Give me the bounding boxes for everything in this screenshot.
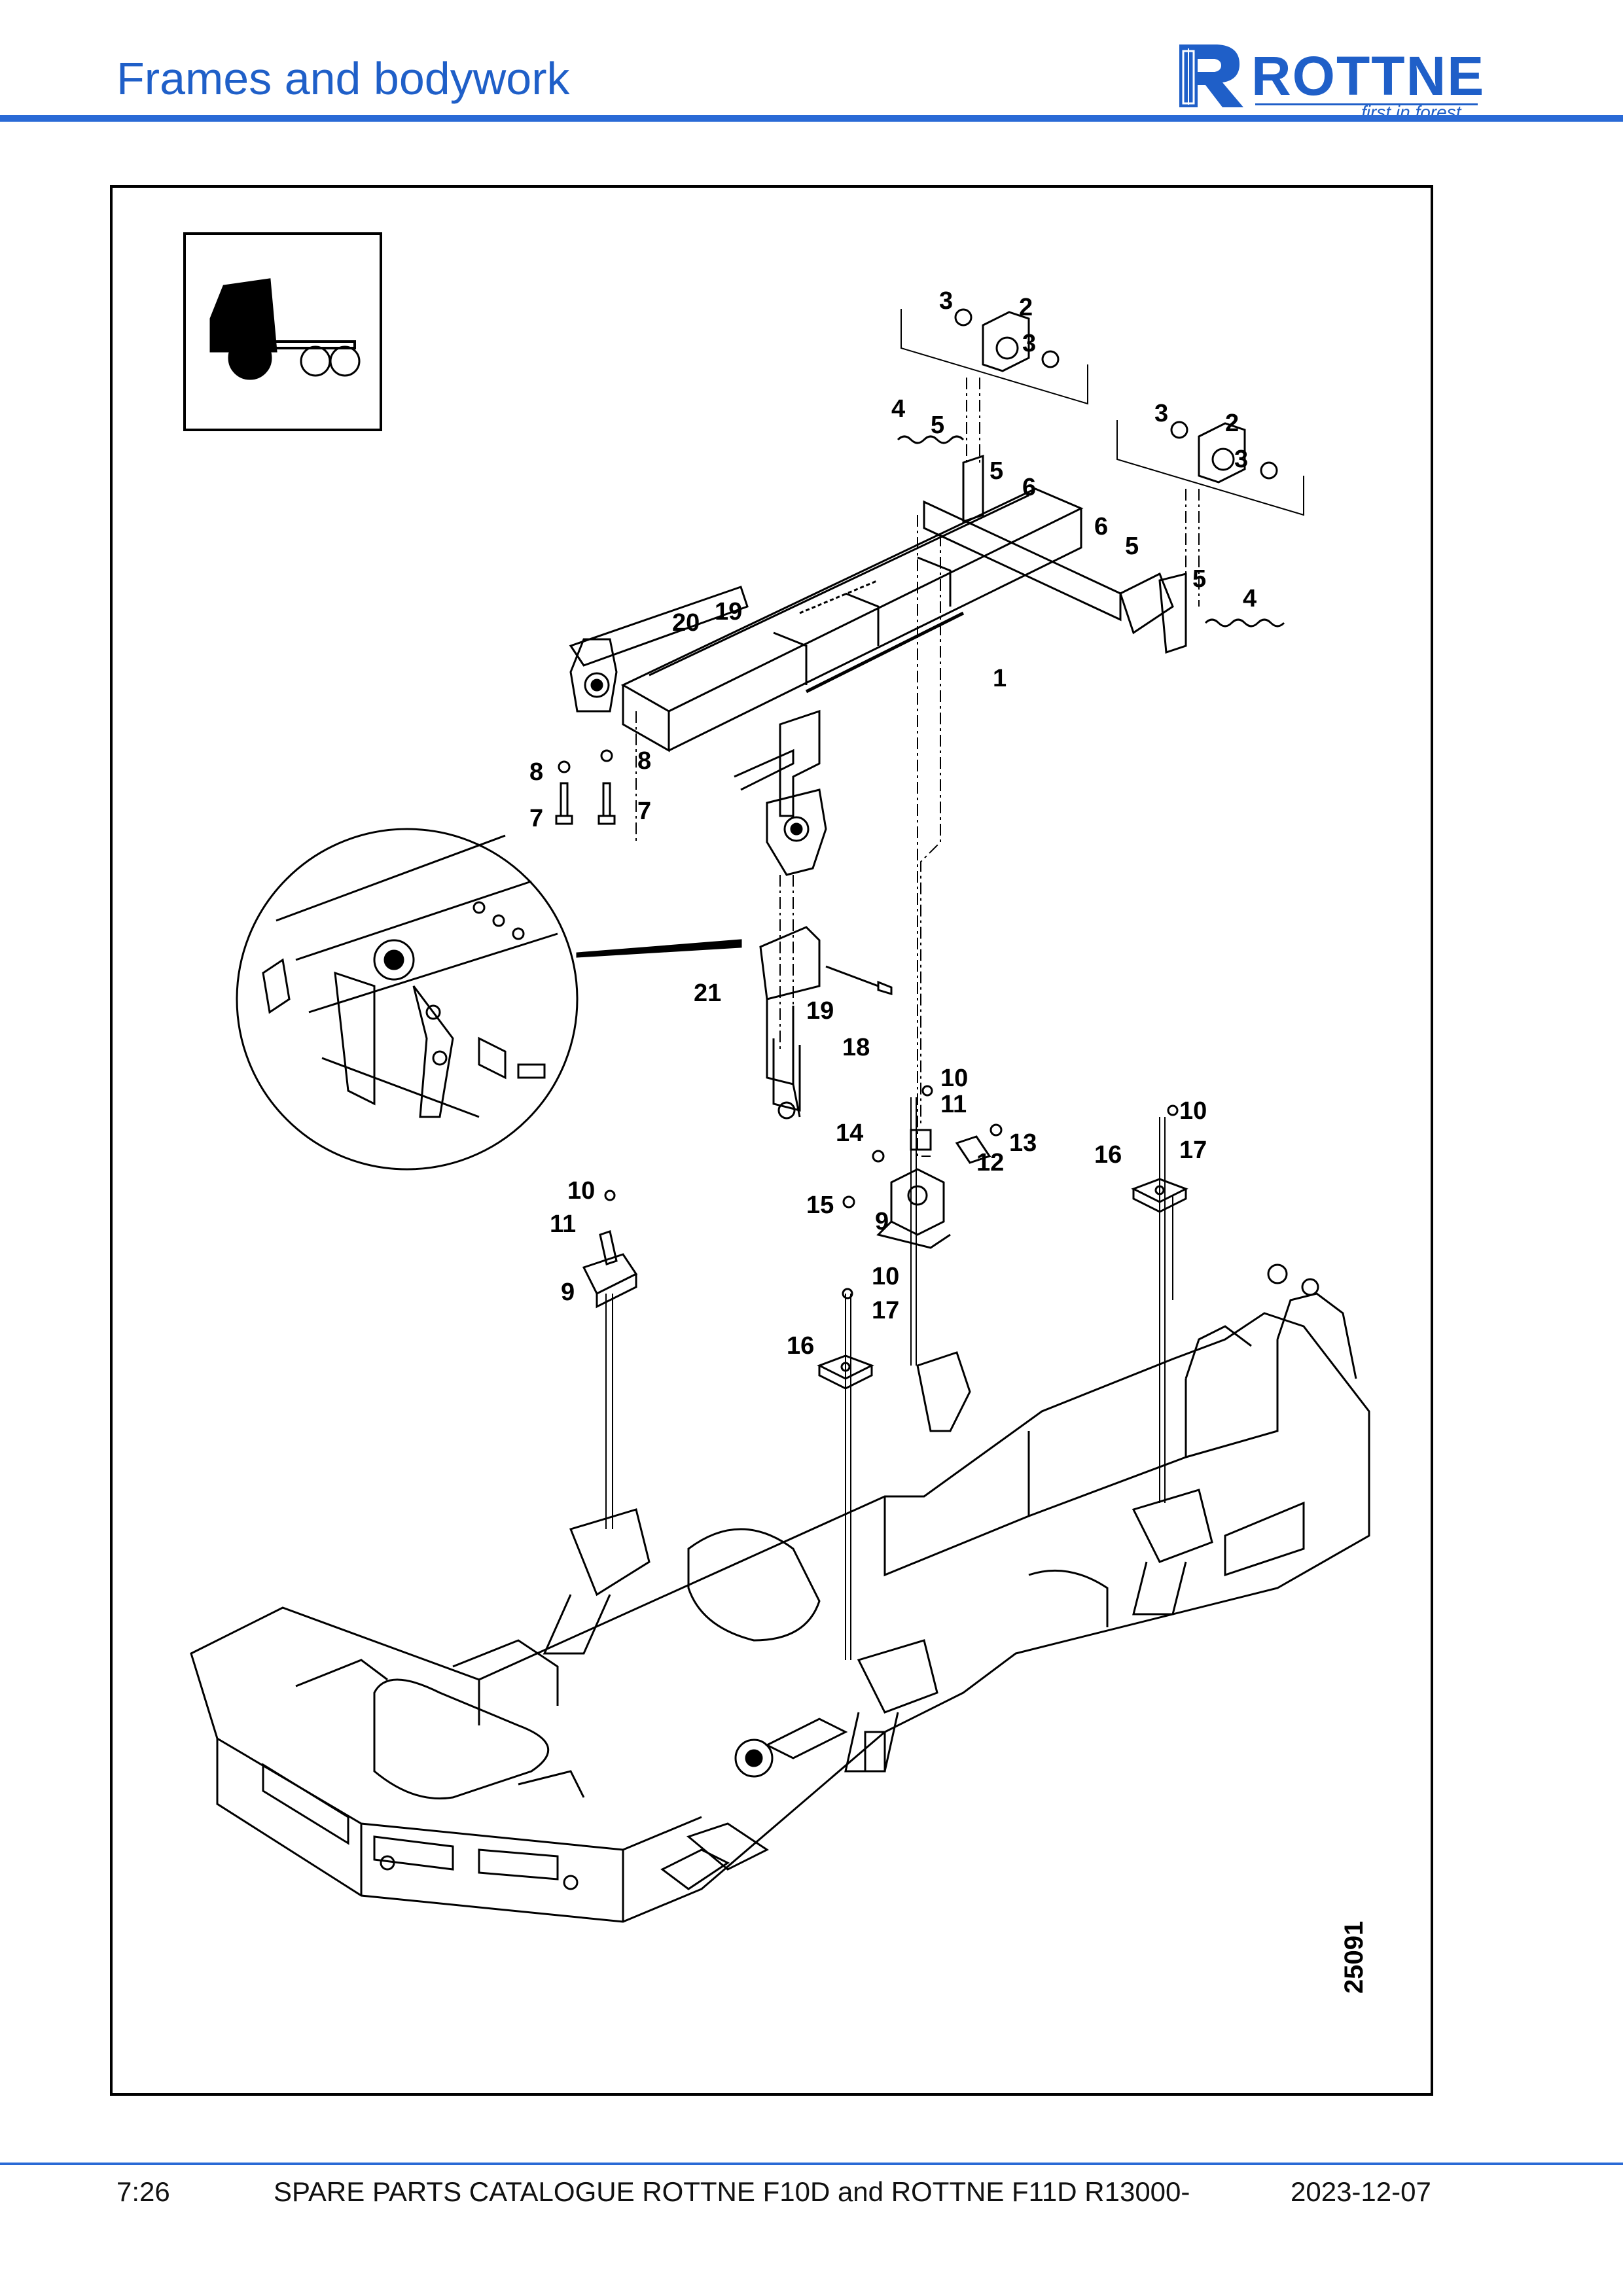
detail-pointer-wedge	[576, 939, 742, 958]
callout-label: 5	[1192, 565, 1206, 593]
callout-label: 3	[1234, 446, 1248, 473]
forwarder-pictogram-icon	[209, 278, 361, 380]
callout-label: 1	[993, 665, 1007, 692]
machine-pictogram-box	[183, 232, 382, 431]
callout-label: 17	[1179, 1137, 1207, 1164]
callout-label: 10	[567, 1177, 595, 1205]
catalogue-title: SPARE PARTS CATALOGUE ROTTNE F10D and RO…	[274, 2176, 1190, 2207]
callout-label: 18	[842, 1034, 870, 1061]
callout-label: 13	[1009, 1129, 1037, 1157]
callout-label: 5	[990, 457, 1003, 485]
footer-divider	[0, 2163, 1623, 2165]
callout-label: 4	[1243, 585, 1257, 612]
rubber-mount-rear-left	[901, 308, 1088, 405]
page-title: Frames and bodywork	[116, 53, 570, 104]
callout-label: 10	[1179, 1097, 1207, 1125]
main-chassis-frame	[190, 1263, 1370, 1923]
callout-label: 5	[931, 412, 944, 439]
tilt-cylinder-part-21	[759, 926, 893, 1120]
rubber-mount-rear-right	[1116, 420, 1304, 516]
logo-tagline-rule	[1255, 103, 1478, 105]
callout-label: 16	[1094, 1141, 1122, 1169]
subframe-mount-front	[766, 788, 827, 876]
callout-label: 15	[806, 1192, 834, 1219]
subframe-mount-left	[569, 638, 618, 713]
callout-label: 9	[875, 1208, 889, 1235]
callout-label: 17	[872, 1297, 899, 1324]
logo-wordmark: ROTTNE	[1251, 45, 1486, 107]
rottne-logo: ROTTNE first in forest	[1171, 39, 1512, 122]
callout-label: 10	[940, 1065, 968, 1092]
cab-subframe-part-1	[569, 454, 1187, 817]
exploded-parts-diagram: 1 2 2 3 3 3 3 4 4 5 5 5 5 6 6 7 7 8 8 9 …	[183, 232, 1370, 1994]
callout-label: 3	[1022, 330, 1036, 357]
bolt-right-part-7	[597, 749, 616, 825]
exploded-diagram-frame: 1 2 2 3 3 3 3 4 4 5 5 5 5 6 6 7 7 8 8 9 …	[110, 185, 1433, 2096]
callout-label: 8	[637, 747, 651, 775]
page-number: 7:26	[116, 2176, 170, 2207]
spring-left-part-4	[897, 435, 965, 444]
callout-label: 12	[976, 1149, 1004, 1176]
callout-label: 16	[787, 1332, 814, 1360]
callout-label: 5	[1125, 533, 1139, 560]
callout-label: 6	[1094, 513, 1108, 540]
callout-label: 14	[836, 1120, 863, 1147]
callout-label: 3	[939, 287, 953, 315]
callout-label: 8	[529, 758, 543, 786]
callout-label: 9	[561, 1279, 575, 1306]
callout-label: 20	[672, 609, 700, 637]
publication-date: 2023-12-07	[1291, 2176, 1431, 2207]
spring-right-part-4	[1204, 618, 1285, 627]
bolt-left-part-7	[555, 760, 573, 825]
header-divider	[0, 115, 1623, 122]
callout-label: 11	[940, 1091, 967, 1118]
callout-label: 11	[550, 1210, 576, 1238]
callout-label: 7	[637, 798, 651, 825]
callout-label: 21	[694, 980, 721, 1007]
callout-label: 4	[891, 395, 905, 423]
callout-label: 6	[1022, 474, 1036, 501]
callout-label: 2	[1225, 410, 1239, 437]
callout-label: 10	[872, 1263, 899, 1290]
callout-label: 19	[715, 598, 742, 626]
callout-labels: 1 2 2 3 3 3 3 4 4 5 5 5 5 6 6 7 7 8 8 9 …	[529, 287, 1257, 1360]
callout-label: 7	[529, 805, 543, 832]
callout-label: 2	[1019, 294, 1033, 321]
detail-magnifier-inset	[236, 828, 579, 1171]
rottne-r-logo-icon	[1179, 44, 1243, 107]
callout-label: 19	[806, 997, 834, 1025]
drawing-number: 25091	[1340, 1921, 1368, 1994]
mount-bracket-left-part-9	[582, 1230, 638, 1309]
callout-label: 3	[1154, 400, 1168, 427]
mount-bracket-center-part-9	[876, 1168, 951, 1249]
